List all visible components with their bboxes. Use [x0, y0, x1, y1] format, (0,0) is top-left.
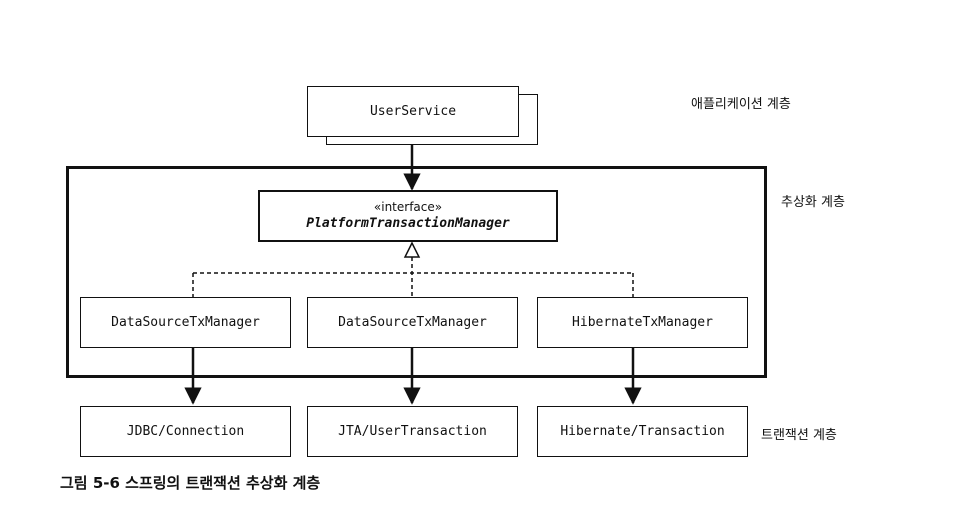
- impl-label-1: DataSourceTxManager: [111, 315, 260, 330]
- resource-box-3: Hibernate/Transaction: [537, 406, 748, 457]
- platform-transaction-manager-box: «interface» PlatformTransactionManager: [258, 190, 558, 242]
- transaction-layer-label: 트랜잭션 계층: [761, 428, 837, 443]
- resource-label-3: Hibernate/Transaction: [560, 424, 725, 439]
- impl-box-1: DataSourceTxManager: [80, 297, 291, 348]
- figure-caption: 그림 5-6 스프링의 트랜잭션 추상화 계층: [60, 474, 321, 492]
- impl-box-2: DataSourceTxManager: [307, 297, 518, 348]
- resource-box-2: JTA/UserTransaction: [307, 406, 518, 457]
- interface-name: PlatformTransactionManager: [306, 215, 510, 231]
- application-layer-label: 애플리케이션 계층: [691, 97, 791, 112]
- resource-label-1: JDBC/Connection: [126, 424, 245, 439]
- user-service-box: UserService: [307, 86, 519, 137]
- implements-lines: [192, 257, 634, 298]
- abstraction-layer-label: 추상화 계층: [781, 195, 845, 210]
- impl-label-2: DataSourceTxManager: [338, 315, 487, 330]
- impl-label-3: HibernateTxManager: [572, 315, 713, 330]
- impl-box-3: HibernateTxManager: [537, 297, 748, 348]
- resource-box-1: JDBC/Connection: [80, 406, 291, 457]
- interface-stereotype: «interface»: [373, 199, 443, 214]
- resource-label-2: JTA/UserTransaction: [338, 424, 487, 439]
- realization-triangle: [403, 241, 421, 258]
- abstraction-layer-frame: [66, 166, 767, 378]
- user-service-label: UserService: [369, 104, 457, 119]
